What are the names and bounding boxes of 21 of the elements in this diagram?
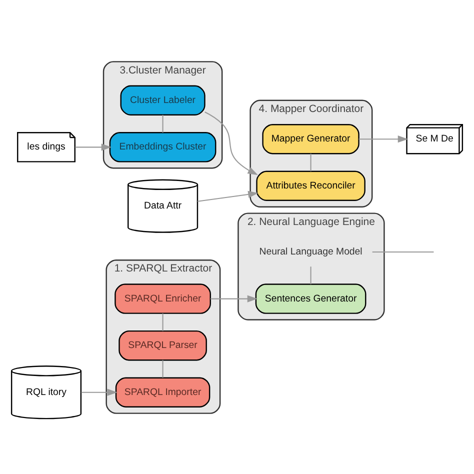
node-box: SPARQL Importer xyxy=(115,376,210,407)
arrow xyxy=(197,190,258,202)
connector xyxy=(162,312,164,330)
node-box: Cluster Labeler xyxy=(120,84,206,116)
node-box: SPARQL Parser xyxy=(118,330,207,360)
arrow xyxy=(204,111,258,175)
connector xyxy=(310,153,312,171)
arrow xyxy=(358,135,408,142)
connector xyxy=(310,266,312,284)
node-box: Embeddings Cluster xyxy=(109,132,216,162)
connector xyxy=(162,114,164,132)
connector xyxy=(372,250,434,252)
node-box: Attributes Reconciler xyxy=(256,170,366,200)
node-box: Sentences Generator xyxy=(255,283,366,314)
arrow xyxy=(210,294,258,302)
node-box: Mapper Generator xyxy=(262,123,360,154)
node-box: SPARQL Enricher xyxy=(114,283,211,314)
connector xyxy=(162,360,164,378)
node-text: Neural Language Model xyxy=(259,246,362,258)
arrow xyxy=(75,143,112,150)
arrow xyxy=(81,388,118,396)
